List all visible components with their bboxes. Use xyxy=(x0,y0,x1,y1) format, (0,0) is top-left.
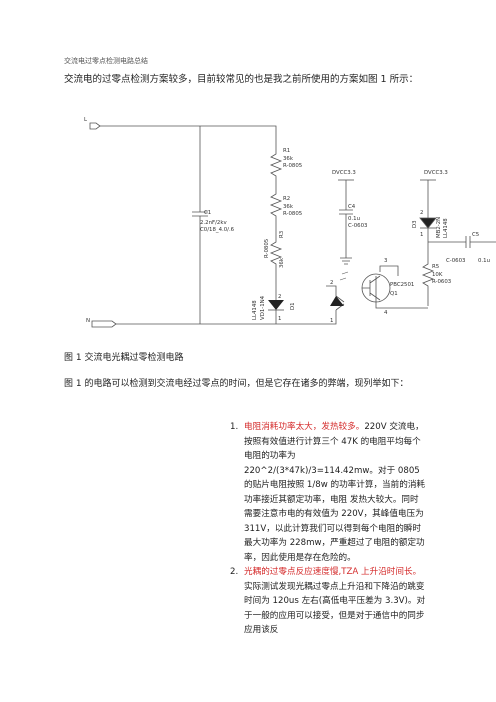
d3-pin: 2 xyxy=(420,210,423,216)
net-l-label: L xyxy=(84,117,87,123)
dvcc-left-label: DVCC3.3 xyxy=(332,170,356,176)
dvcc-right-label: DVCC3.3 xyxy=(424,170,448,176)
opto-pin: 2 xyxy=(330,280,333,286)
c4-package: C-0603 xyxy=(348,223,367,229)
c1-ref: C1 xyxy=(204,210,211,216)
q1-pin: 3 xyxy=(384,258,387,264)
c4-ref: C4 xyxy=(348,204,356,210)
c1-package: C0/18_4.0/.6 xyxy=(200,227,235,233)
list-item-body: 实际测试发现光耦过零点上升沿和下降沿的跳变时间为 120us 左右(高低电平压差… xyxy=(244,581,426,636)
zero-cross-schematic: L N C1 2.2nF/2kv C0/18_4.0/.6 R1 36k R-0… xyxy=(84,117,496,328)
r3-ref: R3 xyxy=(279,231,285,238)
net-n-label: N xyxy=(86,318,90,324)
r5-value: 10K xyxy=(432,272,443,278)
d1-part: LL4148 xyxy=(252,300,258,320)
r1-package: R-0805 xyxy=(283,163,302,169)
r3-value: 36k xyxy=(279,257,285,268)
c5-package: C-0603 xyxy=(446,258,465,264)
r1-value: 36k xyxy=(283,156,294,162)
d1-footprint: VD1-1N4 xyxy=(260,295,266,320)
figure-caption: 图 1 交流电光耦过零检测电路 xyxy=(64,353,184,363)
terminal-l xyxy=(89,122,101,130)
d1-ref: D1 xyxy=(290,302,296,310)
opto-pin: 1 xyxy=(330,318,333,324)
list-item: 2. 光耦的过零点反应速度慢,TZA 上升沿时间长。实际测试发现光耦过零点上升沿… xyxy=(230,565,426,638)
r2-value: 36k xyxy=(283,204,294,210)
r2-package: R-0805 xyxy=(283,211,302,217)
list-item-body: 220V 交流电，按照有效值进行计算三个 47K 的电阻平均每个电阻的功率为 2… xyxy=(244,422,426,563)
d3-part: LL4148 xyxy=(443,218,449,238)
list-item-highlight: 光耦的过零点反应速度慢,TZA 上升沿时间长。 xyxy=(244,567,422,577)
q1-ref: Q1 xyxy=(390,291,398,297)
r3-package: R-0805 xyxy=(264,239,270,258)
d1-pin: 2 xyxy=(278,294,281,300)
d3-footprint: MB2-2N xyxy=(436,217,442,238)
list-item: 1. 电阻消耗功率太大，发热较多。220V 交流电，按照有效值进行计算三个 47… xyxy=(230,420,426,565)
issues-intro-paragraph: 图 1 的电路可以检测到交流电经过零点的时间，但是它存在诸多的弊端，现列举如下： xyxy=(64,379,409,389)
c5-value: 0.1u xyxy=(478,258,490,264)
list-item-number: 2. xyxy=(230,567,239,577)
d3-ref: D3 xyxy=(412,220,418,228)
list-item-number: 1. xyxy=(230,422,239,432)
r5-ref: R5 xyxy=(432,264,439,270)
r1-ref: R1 xyxy=(283,148,290,154)
d1-pin: 1 xyxy=(278,316,281,322)
c1-value: 2.2nF/2kv xyxy=(200,220,227,226)
r5-package: R-0603 xyxy=(432,279,451,285)
document-title: 交流电过零点检测电路总结 xyxy=(64,57,148,65)
c5-ref: C5 xyxy=(472,232,479,238)
q1-pin: 4 xyxy=(384,310,388,316)
d3-pin: 1 xyxy=(420,232,423,238)
r2-ref: R2 xyxy=(283,196,290,202)
intro-paragraph: 交流电的过零点检测方案较多，目前较常见的也是我之前所使用的方案如图 1 所示： xyxy=(64,74,419,85)
issues-list: 1. 电阻消耗功率太大，发热较多。220V 交流电，按照有效值进行计算三个 47… xyxy=(230,420,426,638)
c4-value: 0.1u xyxy=(348,216,360,222)
terminal-n xyxy=(91,320,117,328)
q1-part: PBC2501 xyxy=(390,282,414,288)
list-item-highlight: 电阻消耗功率太大，发热较多。 xyxy=(244,422,365,432)
